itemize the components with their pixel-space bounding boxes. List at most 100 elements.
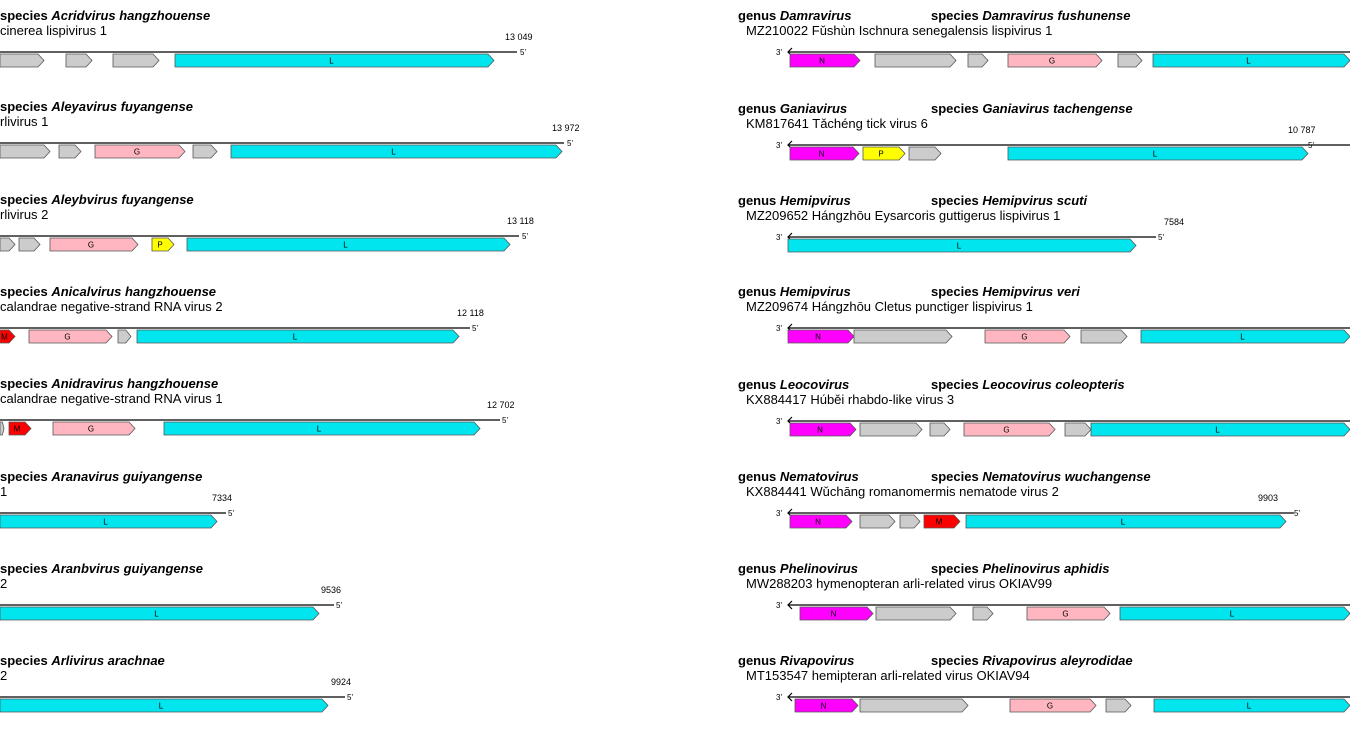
virus-name: 1 <box>0 484 8 499</box>
gene-G <box>963 422 1056 437</box>
genus-name: Ganiavirus <box>779 101 848 116</box>
species-block: species Hemipvirus veri <box>931 284 1080 299</box>
species-word: species <box>0 8 48 23</box>
end-3-label: 3' <box>776 324 782 333</box>
genus-word: genus <box>738 101 777 116</box>
gene-G <box>28 329 113 344</box>
gene-label: G <box>88 425 94 434</box>
gene-orf <box>874 53 957 68</box>
species-block: species Ganiavirus tachengense <box>931 101 1133 116</box>
virus-name: KX884417 Húběi rhabdo-like virus 3 <box>746 392 955 407</box>
gene-N <box>799 606 874 621</box>
gene-P <box>151 237 175 252</box>
virus-name: MW288203 hymenopteran arli-related virus… <box>746 576 1053 591</box>
gene-label: G <box>64 333 70 342</box>
gene-label: M <box>1 333 8 342</box>
taxon-header: species Acridvirus hangzhouense <box>0 8 210 23</box>
species-name: Rivapovirus aleyrodidae <box>982 653 1133 668</box>
gene-orf <box>18 237 41 252</box>
genome-length: 12 702 <box>487 400 515 410</box>
gene-label: P <box>878 150 883 159</box>
gene-G <box>52 421 136 436</box>
virus-name: 2 <box>0 576 8 591</box>
end-3-label: 3' <box>776 48 782 57</box>
end-5-label: 5' <box>1308 141 1314 150</box>
genus-name: Leocovirus <box>779 377 850 392</box>
end-5-label: 5' <box>336 601 342 610</box>
species-word: species <box>931 653 979 668</box>
end-3-label: 3' <box>776 233 782 242</box>
species-name: Nematovirus wuchangense <box>982 469 1151 484</box>
gene-label: G <box>1003 426 1009 435</box>
genome-map: 5'L <box>0 509 234 529</box>
gene-label: M <box>14 425 21 434</box>
gene-label: L <box>293 333 298 342</box>
end-5-label: 5' <box>567 139 573 148</box>
gene-label: N <box>819 57 825 66</box>
gene-label: L <box>343 241 348 250</box>
genus-word: genus <box>738 193 777 208</box>
gene-orf <box>859 422 923 437</box>
gene-label: N <box>815 518 821 527</box>
gene-N <box>789 514 853 529</box>
end-3-label: 3' <box>776 601 782 610</box>
gene-L <box>965 514 1287 529</box>
gene-label: L <box>154 610 159 619</box>
gene-L <box>0 698 329 713</box>
genome-map: 5'L <box>0 48 526 68</box>
taxon-header: species Anidravirus hangzhouense <box>0 376 218 391</box>
gene-L <box>1152 53 1350 68</box>
gene-label: N <box>815 333 821 342</box>
species-name: Anicalvirus hangzhouense <box>51 284 217 299</box>
species-word: species <box>0 99 48 114</box>
direction-arrow <box>787 600 793 610</box>
gene-label: M <box>936 518 943 527</box>
gene-label: L <box>317 425 322 434</box>
species-name: Leocovirus coleopteris <box>982 377 1125 392</box>
gene-L <box>1007 146 1309 161</box>
species-block: species Hemipvirus scuti <box>931 193 1087 208</box>
taxon-header: species Aranavirus guiyangense <box>0 469 202 484</box>
genome-length: 12 118 <box>457 308 484 318</box>
genus-name: Hemipvirus <box>779 193 851 208</box>
gene-G <box>1007 53 1103 68</box>
gene-label: L <box>329 57 334 66</box>
gene-label: G <box>1062 610 1068 619</box>
genus-name: Hemipvirus <box>779 284 851 299</box>
end-3-label: 3' <box>776 509 782 518</box>
gene-L <box>230 144 563 159</box>
genus-name: Rivapovirus <box>779 653 855 668</box>
species-name: Aranbvirus guiyangense <box>51 561 204 576</box>
gene-N <box>789 422 857 437</box>
genome-map: 5' L <box>0 601 342 621</box>
virus-name: KX884441 Wǔchāng romanomermis nematode v… <box>746 484 1059 499</box>
gene-L <box>174 53 495 68</box>
end-3-label: 3' <box>776 417 782 426</box>
species-word: species <box>0 469 48 484</box>
species-word: species <box>931 561 979 576</box>
gene-G <box>1026 606 1111 621</box>
virus-name: KM817641 Tǎchéng tick virus 6 <box>746 116 928 131</box>
species-word: species <box>0 192 48 207</box>
species-name: Hemipvirus veri <box>982 284 1080 299</box>
genome-length: 7334 <box>212 493 233 503</box>
gene-orf <box>972 606 994 621</box>
genome-length: 9924 <box>331 677 352 687</box>
virus-name: MZ210022 Fǔshùn Ischnura senegalensis li… <box>746 23 1053 38</box>
gene-G <box>94 144 186 159</box>
species-block: species Nematovirus wuchangense <box>931 469 1151 484</box>
taxon-header: genus Hemipvirus species Hemipvirus scuti <box>738 193 1087 208</box>
taxon-header: genus Ganiavirus species Ganiavirus tache… <box>738 101 1133 116</box>
virus-name: MT153547 hemipteran arli-related virus O… <box>746 668 1030 683</box>
species-word: species <box>0 284 48 299</box>
